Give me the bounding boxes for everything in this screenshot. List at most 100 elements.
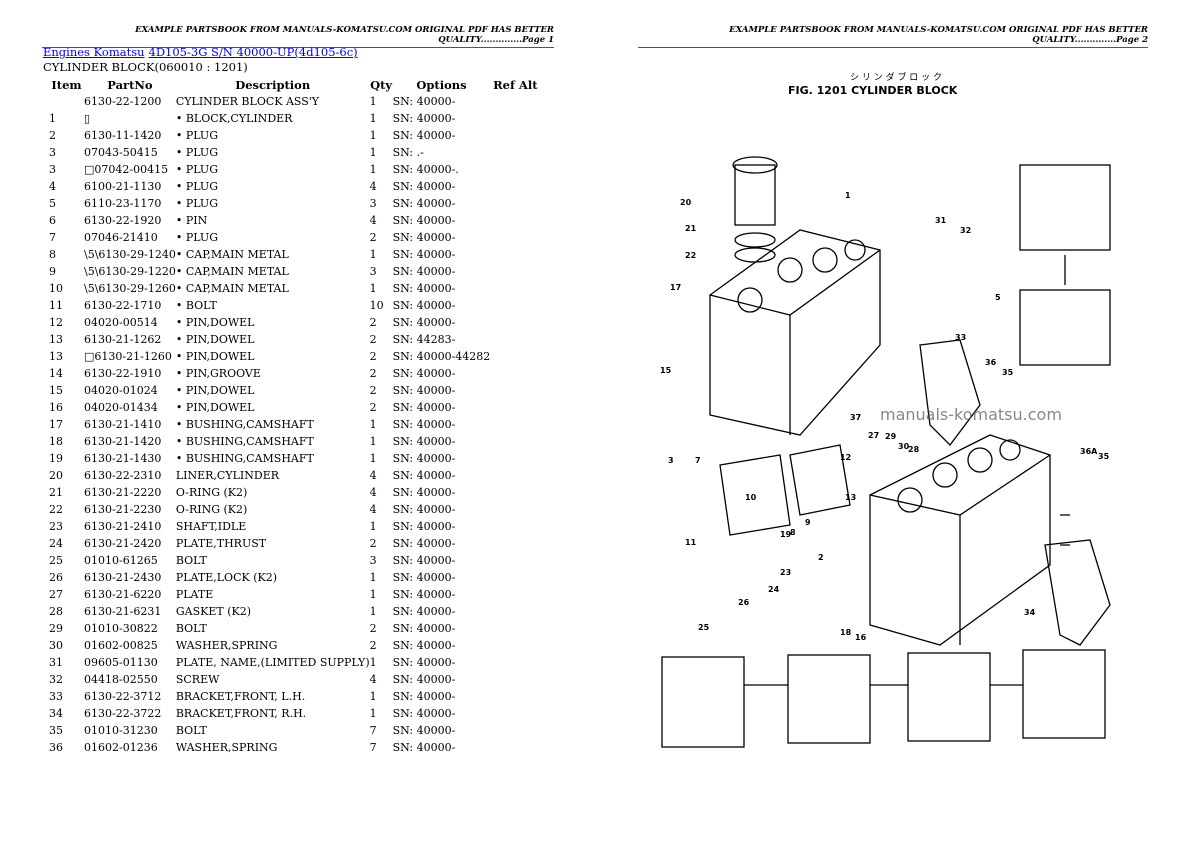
quantity: 4 [369,486,377,499]
description: CYLINDER BLOCK ASS'Y [175,95,320,108]
description: • BUSHING,CAMSHAFT [175,435,314,448]
part-number: 6130-21-2230 [84,503,162,516]
page-1-header: EXAMPLE PARTSBOOK FROM MANUALS-KOMATSU.C… [42,25,554,48]
options: SN: 40000- [392,435,456,448]
item-number: 7 [49,231,56,244]
description: • PLUG [175,231,218,244]
ref-alt [490,365,540,382]
breadcrumb-link-engines-komatsu[interactable]: Engines Komatsu [43,45,145,59]
options: SN: 40000- [392,197,456,210]
options: SN: 40000-. [392,163,459,176]
header-item: Item [51,77,82,92]
ref-alt [490,671,540,688]
callout-label: 35 [1098,452,1110,461]
options: SN: 40000- [392,503,456,516]
callout-label: 3 [668,456,674,465]
quantity: 2 [369,537,377,550]
quantity: 1 [369,707,377,720]
part-number: 01602-01236 [84,741,158,754]
item-number: 17 [49,418,63,431]
part-number: 6100-21-1130 [84,180,162,193]
part-number: 6130-22-1910 [84,367,162,380]
quantity: 1 [369,129,377,142]
item-number: 20 [49,469,63,482]
callout-label: 28 [908,445,920,454]
callout-label: 33 [955,333,966,342]
description: LINER,CYLINDER [175,469,280,482]
options: SN: 40000- [392,622,456,635]
callout-label: 25 [698,623,710,632]
quantity: 2 [369,333,377,346]
quantity: 2 [369,639,377,652]
ref-alt [490,569,540,586]
watermark: manuals-komatsu.com [880,405,1062,424]
ref-alt [490,433,540,450]
quantity: 1 [369,571,377,584]
ref-alt [490,297,540,314]
item-number: 32 [49,673,63,686]
ref-alt [490,535,540,552]
options: SN: 40000- [392,248,456,261]
part-number: 04020-01434 [84,401,158,414]
item-number: 9 [49,265,56,278]
options: SN: 40000- [392,639,456,652]
options: SN: 40000- [392,520,456,533]
item-number: 2 [49,129,56,142]
description: • CAP,MAIN METAL [175,248,289,261]
description: • PIN,DOWEL [175,401,255,414]
options: SN: 40000- [392,673,456,686]
item-number: 31 [49,656,63,669]
item-number: 10 [49,282,63,295]
ref-alt [490,246,540,263]
ref-alt [490,467,540,484]
callout-label: 30 [898,442,910,451]
item-number: 24 [49,537,63,550]
description: BOLT [175,554,207,567]
description: BRACKET,FRONT, R.H. [175,707,307,720]
options: SN: 40000- [392,486,456,499]
description: BOLT [175,622,207,635]
part-number: 6130-21-6220 [84,588,162,601]
quantity: 2 [369,350,377,363]
item-number: 13 [49,333,63,346]
quantity: 4 [369,469,377,482]
options: SN: 40000- [392,554,456,567]
description: • PIN,DOWEL [175,384,255,397]
part-number: 01602-00825 [84,639,158,652]
quantity: 1 [369,520,377,533]
cylinder-block-exploded-diagram: シ リ ン ダ ブ ロ ッ ク FIG. 1201 CYLINDER BLOCK… [660,71,1111,748]
item-number: 23 [49,520,63,533]
part-number: 6130-22-3712 [84,690,162,703]
options: SN: 40000- [392,299,456,312]
options: SN: 40000-44282 [392,350,491,363]
callout-label: 24 [768,585,780,594]
quantity: 3 [369,554,377,567]
options: SN: 40000- [392,129,456,142]
ref-alt [490,229,540,246]
description: • BUSHING,CAMSHAFT [175,418,314,431]
ref-alt [490,518,540,535]
options: SN: 40000- [392,452,456,465]
quantity: 1 [369,418,377,431]
item-number: 28 [49,605,63,618]
callout-label: 8 [790,528,796,537]
callout-label: 2 [818,553,824,562]
callout-label: 35 [1002,368,1014,377]
breadcrumb-link-model[interactable]: 4D105-3G S/N 40000-UP(4d105-6c) [148,45,358,59]
part-number: 04020-00514 [84,316,158,329]
quantity: 1 [369,146,377,159]
callout-label: 23 [780,568,791,577]
quantity: 3 [369,265,377,278]
options: SN: 40000- [392,656,456,669]
description: SHAFT,IDLE [175,520,247,533]
